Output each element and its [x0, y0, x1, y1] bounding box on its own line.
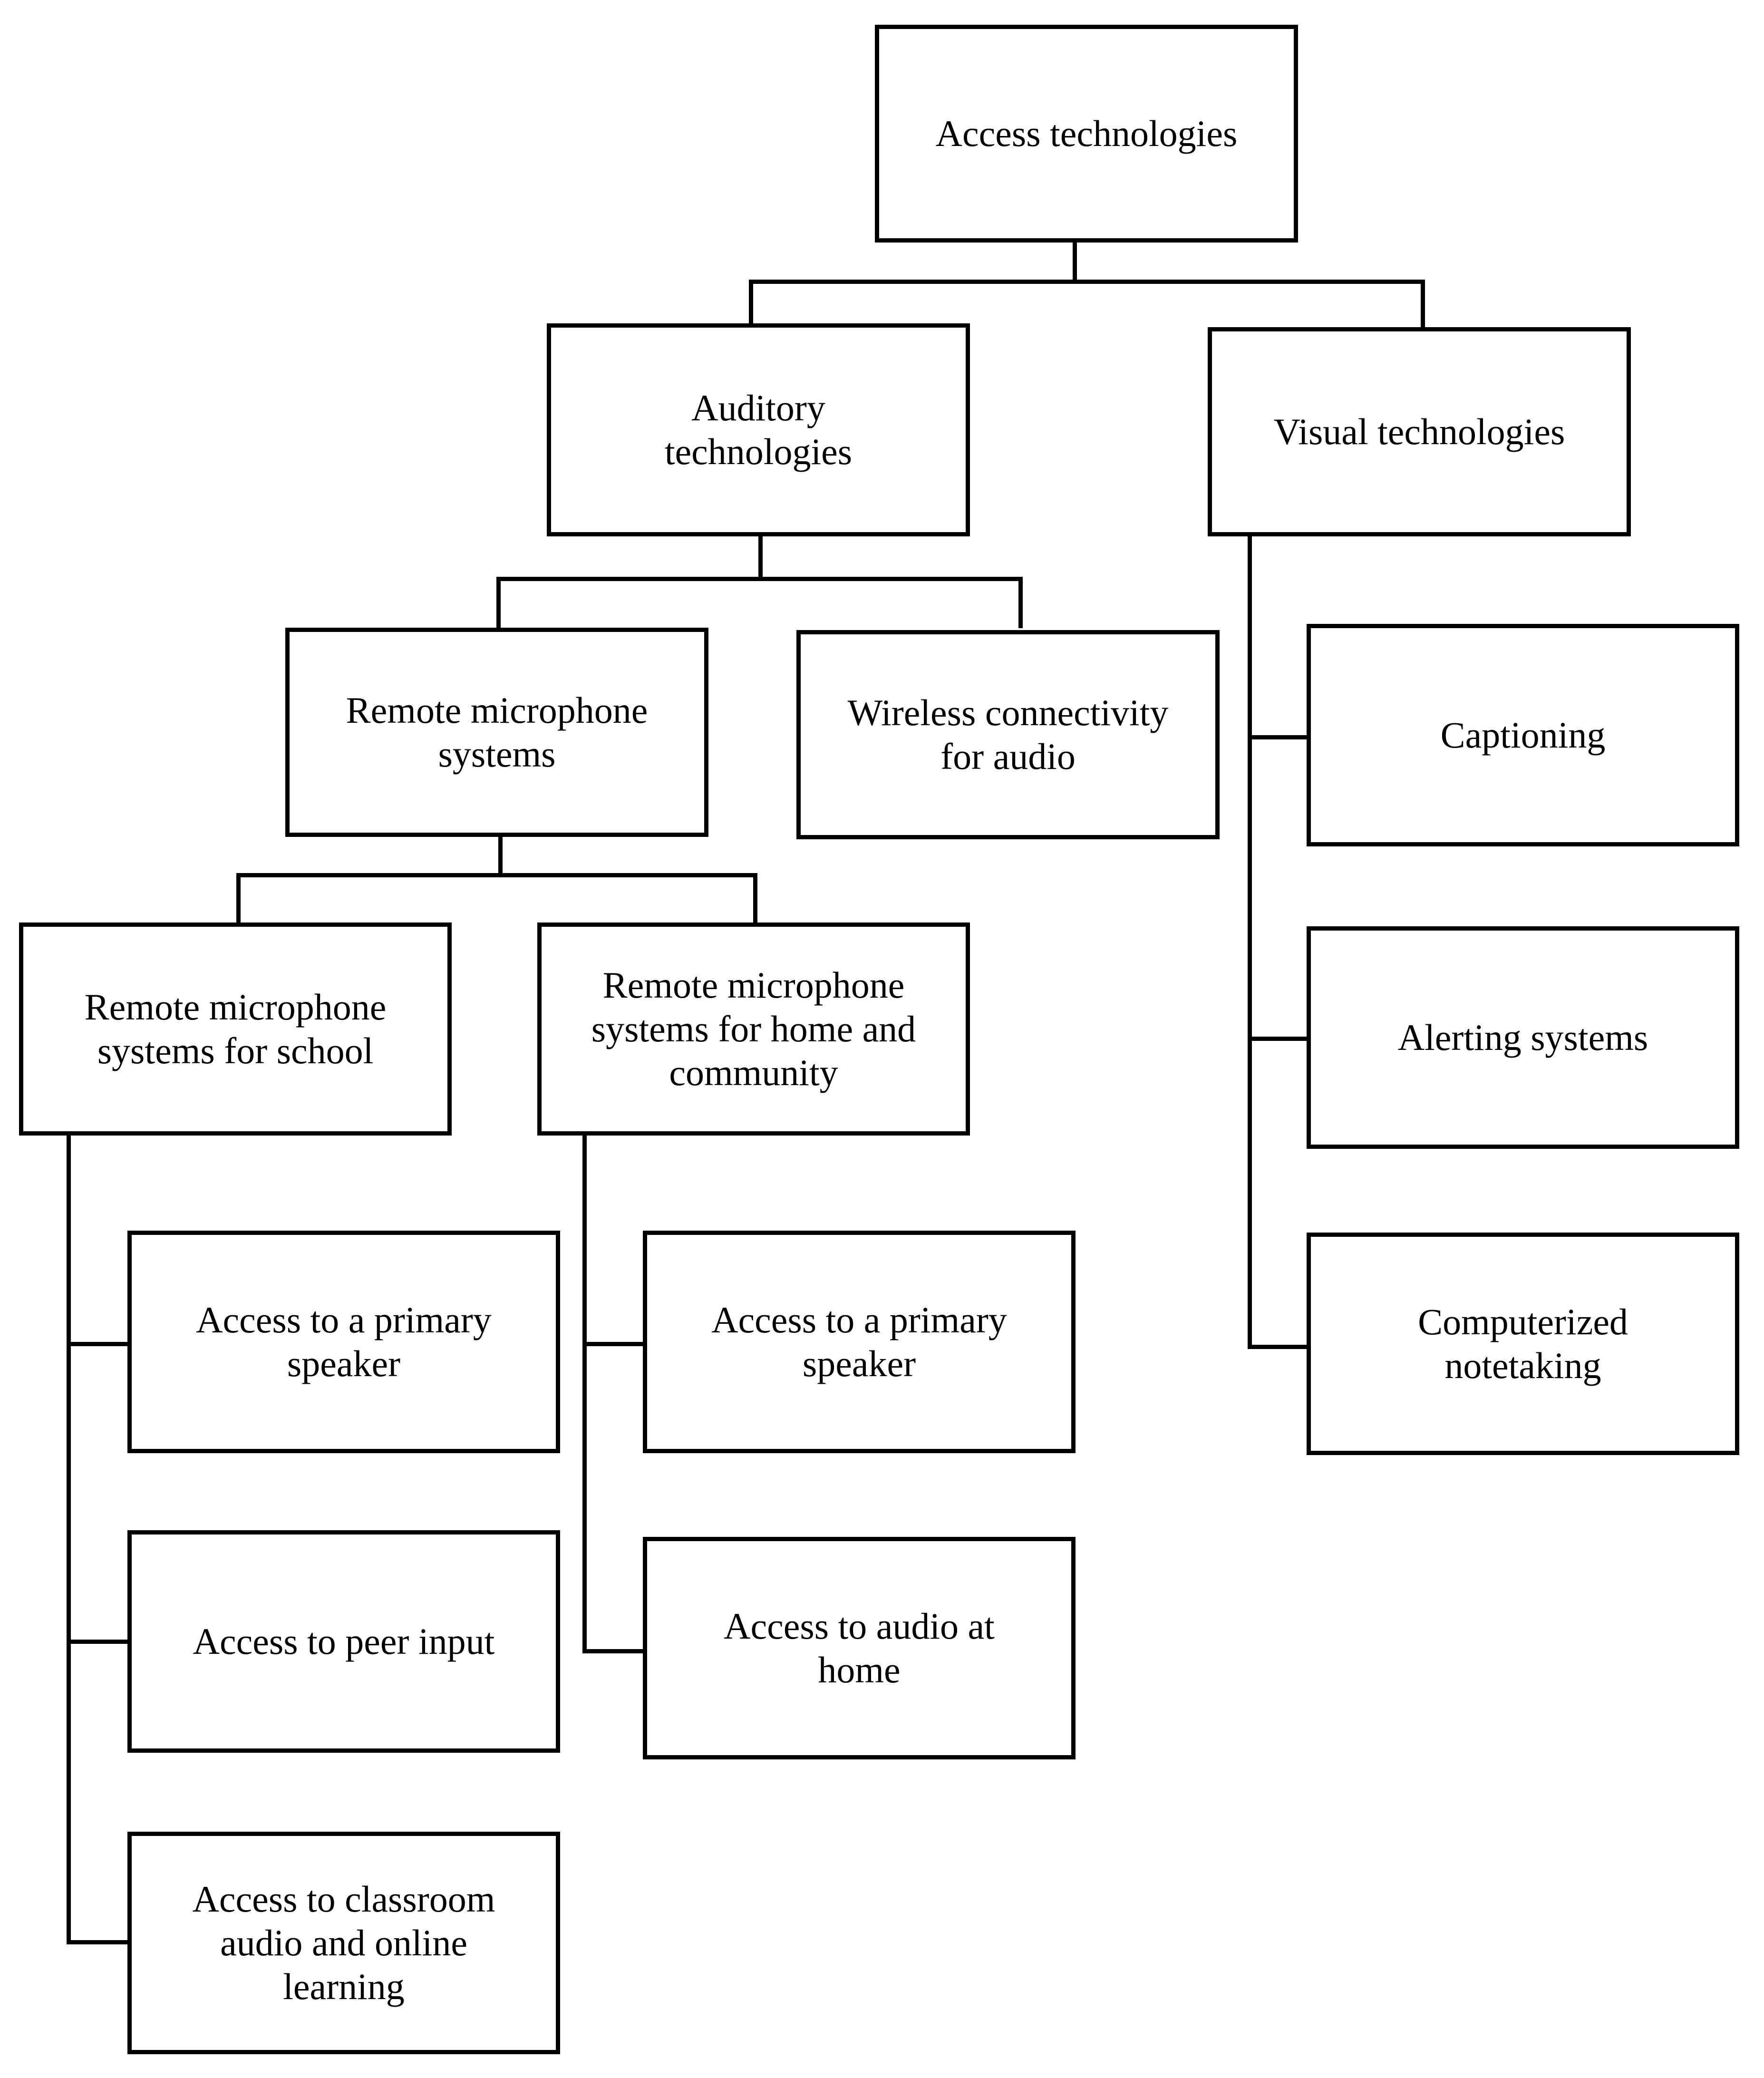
connector-bus-to-visual: [1421, 280, 1425, 330]
connector-bus-to-remote-mic: [496, 577, 501, 628]
node-label-captioning: Captioning: [1440, 714, 1606, 756]
node-computerized-notetaking[interactable]: Computerized notetaking: [1307, 1233, 1739, 1455]
connector-visual-trunk: [1248, 535, 1252, 1349]
node-label-access-technologies: Access technologies: [935, 112, 1238, 154]
connector-stub-home-audio-at-home: [582, 1649, 644, 1653]
node-home-access-to-audio-at-home[interactable]: Access to audio at home: [643, 1537, 1076, 1759]
connector-stub-school-primary-speaker: [67, 1342, 128, 1346]
connector-stub-school-peer-input: [67, 1640, 128, 1644]
node-label-school-access-to-a-primary-speaker: Access to a primary speaker: [196, 1299, 492, 1384]
connector-stub-notetaking: [1248, 1345, 1308, 1349]
connector-bus-to-auditory: [749, 280, 753, 326]
node-label-wireless-connectivity-for-audio: Wireless connectivity for audio: [847, 691, 1169, 777]
node-auditory-technologies[interactable]: Auditory technologies: [547, 323, 970, 536]
connector-home-trunk: [582, 1136, 587, 1653]
connector-stub-home-primary-speaker: [582, 1342, 644, 1346]
connector-level3-bus: [236, 873, 757, 877]
connector-level1-bus: [749, 280, 1425, 284]
connector-school-trunk: [67, 1136, 71, 1944]
connector-bus-to-rm-home: [753, 873, 757, 925]
connector-bus-to-rm-school: [236, 873, 241, 925]
node-school-access-to-classroom-audio-and-online-learning[interactable]: Access to classroom audio and online lea…: [127, 1832, 560, 2054]
connector-stub-captioning: [1248, 735, 1308, 739]
node-label-school-access-to-classroom-audio-and-online-learning: Access to classroom audio and online lea…: [192, 1878, 495, 2008]
node-remote-microphone-systems[interactable]: Remote microphone systems: [285, 628, 708, 837]
node-label-remote-microphone-systems-for-home-and-community: Remote microphone systems for home and c…: [591, 964, 916, 1094]
connector-auditory-down: [758, 534, 763, 581]
node-school-access-to-peer-input[interactable]: Access to peer input: [127, 1530, 560, 1753]
node-remote-microphone-systems-for-school[interactable]: Remote microphone systems for school: [19, 922, 452, 1136]
connector-stub-alerting: [1248, 1037, 1308, 1041]
connector-remote-mic-down: [498, 833, 503, 877]
node-label-auditory-technologies: Auditory technologies: [664, 387, 853, 472]
node-home-access-to-a-primary-speaker[interactable]: Access to a primary speaker: [643, 1231, 1076, 1453]
node-label-visual-technologies: Visual technologies: [1273, 410, 1565, 452]
connector-level2-bus: [496, 577, 1023, 581]
connector-stub-school-classroom-audio: [67, 1940, 128, 1944]
node-alerting-systems[interactable]: Alerting systems: [1307, 926, 1739, 1149]
node-label-remote-microphone-systems: Remote microphone systems: [346, 689, 648, 775]
node-school-access-to-a-primary-speaker[interactable]: Access to a primary speaker: [127, 1231, 560, 1453]
node-wireless-connectivity-for-audio[interactable]: Wireless connectivity for audio: [796, 630, 1220, 839]
node-label-remote-microphone-systems-for-school: Remote microphone systems for school: [84, 986, 387, 1071]
node-remote-microphone-systems-for-home-and-community[interactable]: Remote microphone systems for home and c…: [537, 922, 970, 1136]
node-label-alerting-systems: Alerting systems: [1397, 1016, 1648, 1058]
node-label-computerized-notetaking: Computerized notetaking: [1418, 1301, 1628, 1386]
connector-bus-to-wireless: [1018, 577, 1023, 628]
connector-root-down: [1073, 240, 1077, 284]
node-label-home-access-to-audio-at-home: Access to audio at home: [724, 1605, 995, 1690]
node-visual-technologies[interactable]: Visual technologies: [1208, 327, 1631, 536]
node-label-school-access-to-peer-input: Access to peer input: [193, 1620, 495, 1662]
node-label-home-access-to-a-primary-speaker: Access to a primary speaker: [711, 1299, 1007, 1384]
node-access-technologies[interactable]: Access technologies: [875, 25, 1298, 243]
node-captioning[interactable]: Captioning: [1307, 624, 1739, 846]
